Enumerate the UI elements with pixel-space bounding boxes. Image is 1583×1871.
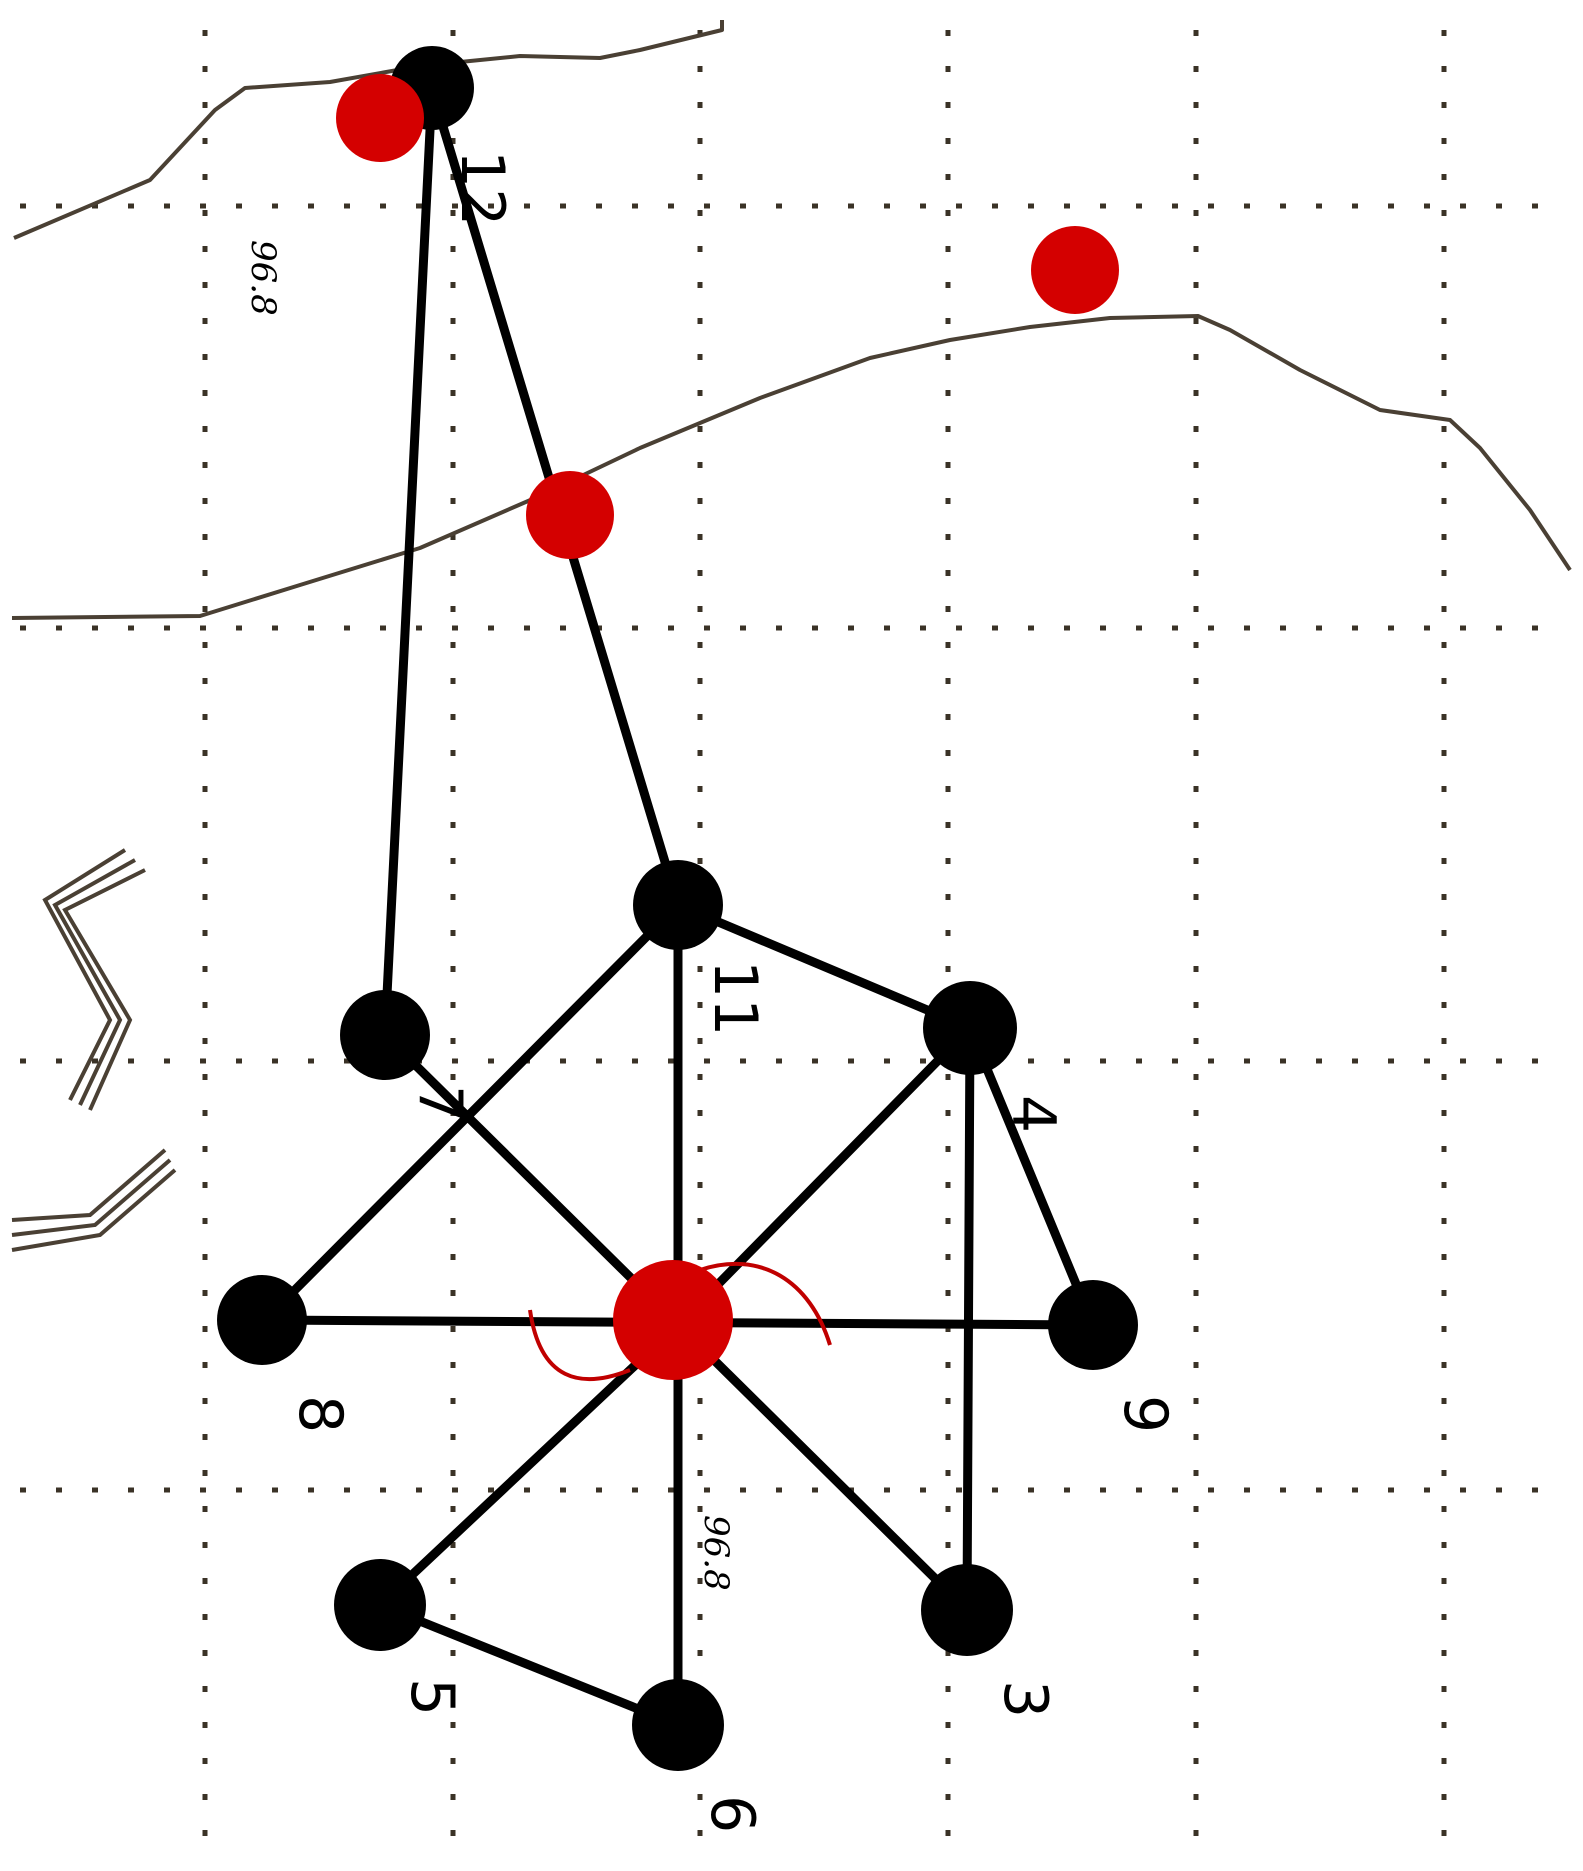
node-11[interactable] [633, 860, 723, 950]
node-8[interactable] [923, 981, 1017, 1075]
edges [260, 85, 1098, 1730]
node-labels: 8 9 5 3 6 12 11 4 7 [285, 150, 1180, 1833]
node-6[interactable] [217, 1275, 307, 1365]
edge-11-8 [673, 900, 975, 1033]
node-label-7: 7 [405, 1085, 475, 1123]
node-label-11: 11 [700, 960, 770, 1036]
node-7[interactable] [340, 990, 430, 1080]
contours [11, 20, 1572, 1252]
node-marked-mid[interactable] [526, 471, 614, 559]
edge-4-5 [375, 1320, 683, 1610]
scribble-mark [42, 848, 146, 1111]
rotation-arc [528, 1261, 832, 1382]
node-marked-top[interactable] [336, 74, 424, 162]
node-4[interactable] [632, 1679, 724, 1771]
node-center[interactable] [613, 1260, 733, 1380]
edge-8-9 [965, 1023, 1098, 1330]
edge-11-6 [260, 900, 683, 1325]
edge-8-3 [962, 1023, 975, 1615]
node-3[interactable] [921, 1564, 1013, 1656]
edge-5-6 [375, 1600, 683, 1730]
edge-4-8 [673, 1023, 975, 1330]
node-marked-free[interactable] [1031, 226, 1119, 314]
grid [20, 30, 1560, 1860]
note-center: 96.8 [696, 1515, 736, 1591]
node-label-3: 3 [990, 1680, 1060, 1718]
node-9[interactable] [1048, 1280, 1138, 1370]
notes: 96.8 96.8 [243, 240, 736, 1591]
node-label-6: 6 [697, 1795, 767, 1833]
scribble-mark [11, 1148, 177, 1252]
node-label-8: 8 [285, 1395, 355, 1433]
node-label-12: 12 [447, 150, 517, 226]
node-label-5: 5 [397, 1678, 467, 1716]
node-label-4: 4 [998, 1095, 1068, 1133]
note-top: 96.8 [243, 240, 283, 316]
edge-12-7 [380, 85, 437, 1040]
node-5[interactable] [334, 1559, 426, 1651]
nodes [217, 46, 1138, 1771]
contour-lower [11, 314, 1572, 620]
node-label-9: 9 [1110, 1395, 1180, 1433]
